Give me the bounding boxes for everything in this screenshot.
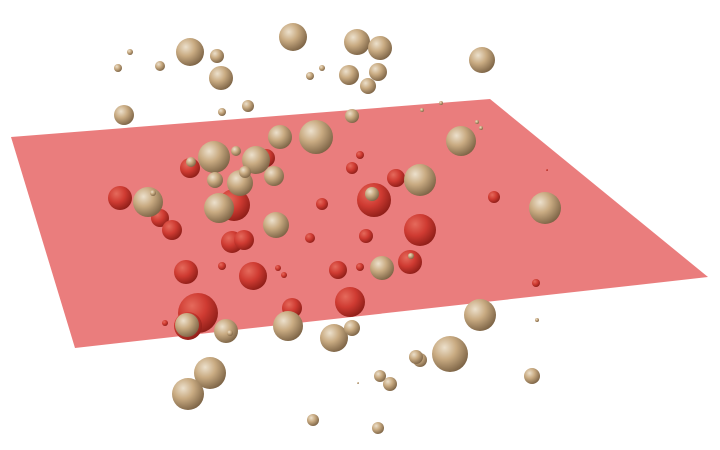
sphere xyxy=(150,190,156,196)
sphere xyxy=(439,101,443,105)
sphere xyxy=(175,313,199,337)
sphere xyxy=(365,187,379,201)
sphere xyxy=(475,120,479,124)
sphere xyxy=(214,319,238,343)
sphere xyxy=(383,377,397,391)
sphere xyxy=(420,108,424,112)
sphere-below-plane xyxy=(307,414,319,426)
sphere xyxy=(344,320,360,336)
submerged-sphere xyxy=(234,230,254,250)
sphere xyxy=(339,65,359,85)
sphere xyxy=(133,187,163,217)
sphere xyxy=(263,212,289,238)
sphere xyxy=(299,120,333,154)
sphere xyxy=(114,64,122,72)
submerged-sphere xyxy=(108,186,132,210)
sphere xyxy=(432,336,468,372)
sphere xyxy=(279,23,307,51)
sphere xyxy=(529,192,561,224)
sphere xyxy=(479,126,483,130)
sphere xyxy=(408,253,414,259)
sphere xyxy=(446,126,476,156)
sphere xyxy=(370,256,394,280)
submerged-sphere xyxy=(335,287,365,317)
sphere xyxy=(218,108,226,116)
sphere xyxy=(319,65,325,71)
submerged-sphere xyxy=(546,169,548,171)
submerged-sphere xyxy=(162,220,182,240)
sphere xyxy=(114,105,134,125)
submerged-sphere xyxy=(218,262,226,270)
sphere xyxy=(198,141,230,173)
sphere xyxy=(369,63,387,81)
submerged-sphere xyxy=(359,229,373,243)
sphere xyxy=(172,378,204,410)
submerged-sphere xyxy=(532,279,540,287)
sphere xyxy=(155,61,165,71)
sphere xyxy=(469,47,495,73)
sphere xyxy=(464,299,496,331)
submerged-sphere xyxy=(488,191,500,203)
submerged-sphere xyxy=(316,198,328,210)
sphere xyxy=(360,78,376,94)
sphere xyxy=(344,29,370,55)
sphere xyxy=(176,38,204,66)
submerged-sphere xyxy=(387,169,405,187)
sphere xyxy=(186,157,196,167)
sphere xyxy=(306,72,314,80)
sphere xyxy=(194,357,226,389)
submerged-sphere xyxy=(356,151,364,159)
sphere xyxy=(210,49,224,63)
submerged-sphere xyxy=(174,260,198,284)
spheres-above-plane xyxy=(114,23,561,434)
submerged-sphere xyxy=(275,265,281,271)
sphere xyxy=(268,125,292,149)
submerged-sphere xyxy=(398,250,422,274)
submerged-sphere xyxy=(162,320,168,326)
sphere xyxy=(535,318,539,322)
submerged-sphere xyxy=(346,162,358,174)
submerged-sphere xyxy=(305,233,315,243)
sphere xyxy=(127,49,133,55)
submerged-sphere xyxy=(329,261,347,279)
sphere xyxy=(372,422,384,434)
sphere xyxy=(231,146,241,156)
sphere xyxy=(207,172,223,188)
sphere xyxy=(524,368,540,384)
sphere xyxy=(409,350,423,364)
sphere xyxy=(204,193,234,223)
sphere xyxy=(264,166,284,186)
submerged-sphere xyxy=(356,263,364,271)
sphere xyxy=(242,100,254,112)
sphere xyxy=(320,324,348,352)
sphere xyxy=(242,146,270,174)
sphere xyxy=(227,330,233,336)
sphere xyxy=(368,36,392,60)
sphere-below-plane xyxy=(374,370,386,382)
sphere xyxy=(273,311,303,341)
submerged-sphere xyxy=(404,214,436,246)
submerged-sphere xyxy=(281,272,287,278)
sphere xyxy=(209,66,233,90)
sphere xyxy=(357,382,359,384)
sphere xyxy=(404,164,436,196)
sphere xyxy=(345,109,359,123)
sphere xyxy=(239,166,251,178)
submerged-sphere xyxy=(239,262,267,290)
